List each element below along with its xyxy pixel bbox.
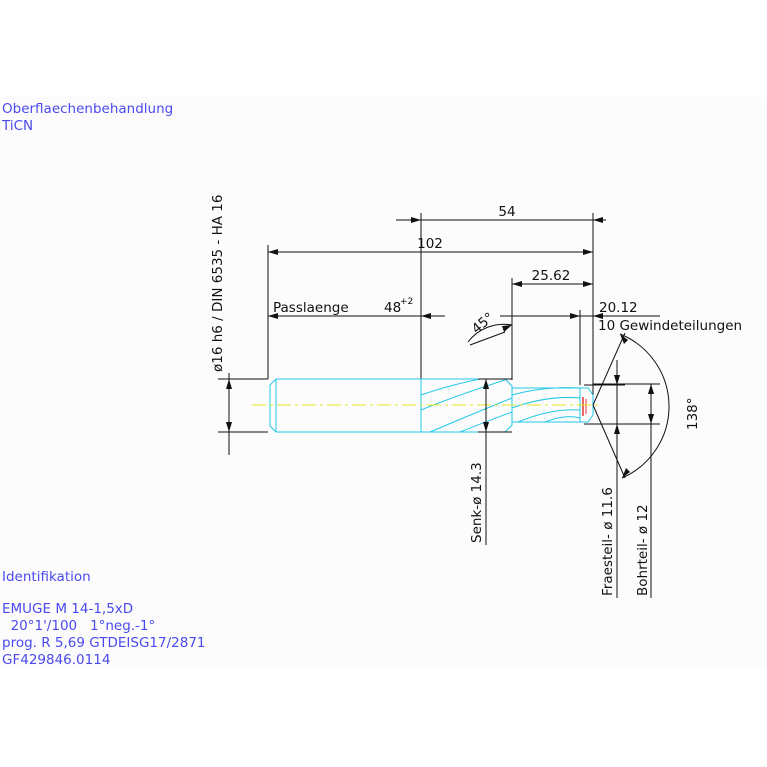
dimension-20-12: 20.12 10 Gewindeteilungen <box>500 300 742 334</box>
identification-line-4: GF429846.0114 <box>2 652 110 668</box>
passlaenge-label: Passlaenge <box>273 300 349 316</box>
tip-angle-label: 138° <box>685 397 701 430</box>
dimension-25-62-label: 25.62 <box>532 268 571 284</box>
thread-pitches-label: 10 Gewindeteilungen <box>598 318 742 334</box>
dimension-102: 102 <box>268 236 593 255</box>
dimension-passlaenge: Passlaenge 48 +2 <box>268 297 445 319</box>
fraesteil-diameter-dimension: Fraesteil- ø 11.6 <box>584 360 625 598</box>
identification-line-1: EMUGE M 14-1,5xD <box>2 601 133 617</box>
fraesteil-diameter-label: Fraesteil- ø 11.6 <box>600 487 616 596</box>
passlaenge-tolerance: +2 <box>400 297 413 307</box>
senk-diameter-dimension: Senk-ø 14.3 <box>469 378 512 545</box>
dimension-54-label: 54 <box>498 204 515 220</box>
dimension-102-label: 102 <box>417 236 443 252</box>
surface-treatment-value: TiCN <box>1 118 33 134</box>
drawing-sheet <box>0 97 767 669</box>
dimension-25-62: 25.62 <box>512 268 593 287</box>
shank-diameter-label: ø16 h6 / DIN 6535 - HA 16 <box>210 195 226 372</box>
surface-treatment-title: Oberflaechenbehandlung <box>2 101 173 117</box>
shank-diameter-dimension: ø16 h6 / DIN 6535 - HA 16 <box>210 195 268 455</box>
identification-line-2: 20°1'/100 1°neg.-1° <box>2 618 155 634</box>
identification-title: Identifikation <box>2 569 91 585</box>
bohrteil-diameter-label: Bohrteil- ø 12 <box>635 504 651 596</box>
senk-diameter-label: Senk-ø 14.3 <box>469 462 485 543</box>
dimension-54: 54 <box>396 204 606 223</box>
dimension-20-12-label: 20.12 <box>599 300 638 316</box>
identification-line-3: prog. R 5,69 GTDEISG17/2871 <box>2 635 206 651</box>
passlaenge-value: 48 <box>384 300 401 316</box>
tip-angle-dimension: 138° <box>592 332 701 479</box>
bohrteil-diameter-dimension: Bohrteil- ø 12 <box>593 383 660 598</box>
